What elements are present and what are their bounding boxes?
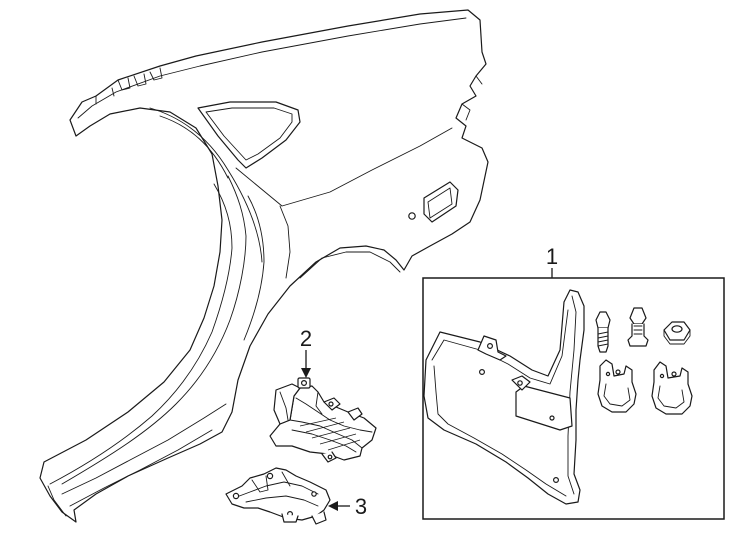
callout-2-arrowhead	[301, 368, 311, 378]
callout-2: 2	[300, 326, 312, 378]
bolt-right	[627, 307, 649, 347]
callout-3: 3	[328, 494, 367, 519]
splash-shield-lower	[225, 467, 331, 525]
quarter-panel	[39, 9, 489, 523]
splash-shield-upper	[269, 377, 377, 463]
mud-flap	[423, 289, 585, 505]
callout-1-label: 1	[546, 244, 558, 269]
callout-1: 1	[546, 244, 558, 278]
callout-3-label: 3	[355, 494, 367, 519]
callout-3-arrowhead	[328, 501, 338, 511]
clamp-right	[651, 361, 693, 415]
nut	[663, 321, 691, 345]
bolt-left	[595, 311, 611, 353]
mud-flap-kit-box	[422, 277, 725, 520]
callout-2-label: 2	[300, 326, 312, 351]
clamp-left	[597, 359, 637, 413]
